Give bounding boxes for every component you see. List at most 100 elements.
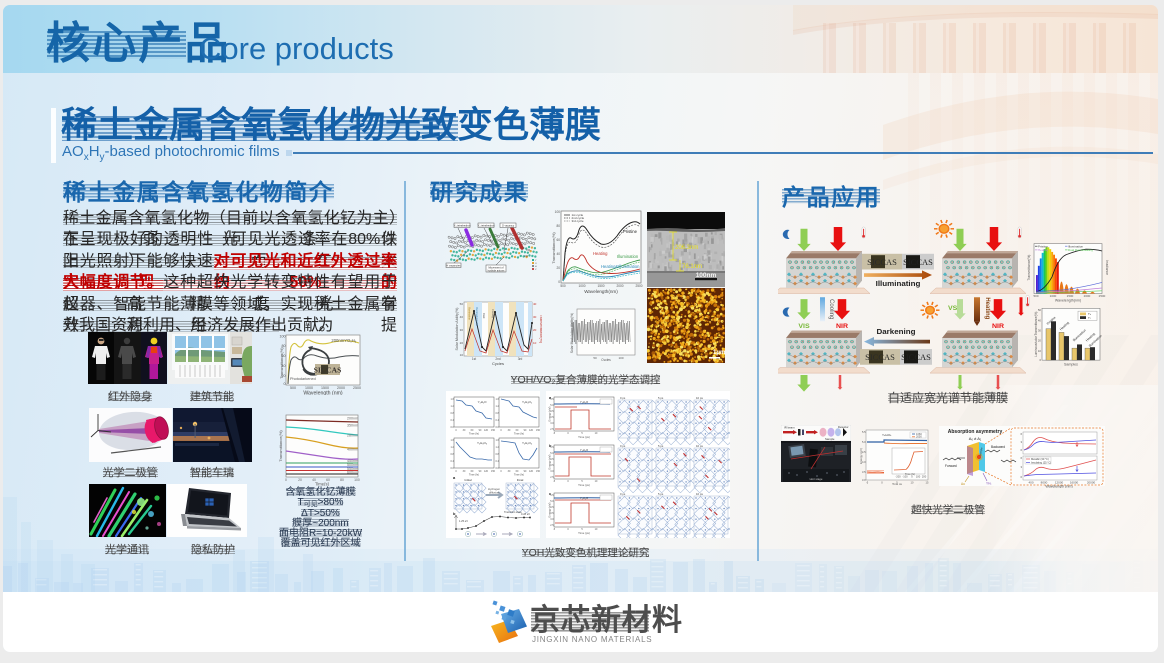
svg-text:20000: 20000 (1087, 480, 1096, 484)
svg-text:20: 20 (282, 374, 286, 378)
svg-text:Wavelength (nm): Wavelength (nm) (1045, 485, 1072, 489)
svg-text:2.5: 2.5 (550, 428, 554, 431)
svg-text:Transmittance(%): Transmittance(%) (279, 347, 284, 379)
svg-text:120: 120 (484, 470, 489, 473)
svg-text:350nm: 350nm (347, 423, 358, 427)
svg-text:10: 10 (595, 432, 598, 435)
svg-text:3.5: 3.5 (550, 512, 554, 515)
svg-text:0: 0 (558, 280, 560, 284)
svg-text:30: 30 (460, 328, 464, 332)
svg-text:Y₂H₅O: Y₂H₅O (580, 496, 589, 500)
svg-text:5: 5 (581, 432, 583, 435)
svg-text:500: 500 (290, 386, 296, 390)
svg-text:Y₃ tetrahedron: Y₃ tetrahedron (454, 223, 471, 227)
svg-text:1.2: 1.2 (450, 446, 454, 449)
svg-text:30: 30 (508, 429, 511, 432)
svg-text:Time (ps): Time (ps) (578, 483, 590, 487)
svg-text:Irradiance: Irradiance (1105, 260, 1109, 275)
svg-text:hydride anions: hydride anions (488, 268, 506, 272)
svg-text:10: 10 (911, 481, 914, 485)
svg-text:Time ps: Time ps (892, 482, 902, 485)
svg-text:1500: 1500 (597, 284, 604, 288)
svg-text:60: 60 (282, 354, 286, 358)
svg-text:VIS: VIS (798, 323, 810, 330)
svg-text:550nm: 550nm (347, 467, 358, 471)
svg-text:10 ps: 10 ps (696, 492, 703, 496)
svg-text:0.8: 0.8 (495, 453, 499, 456)
svg-text:Y₄ tetrahedron: Y₄ tetrahedron (478, 223, 495, 227)
svg-text:10: 10 (533, 341, 537, 345)
svg-text:Transmittance(%): Transmittance(%) (539, 315, 542, 343)
svg-text:-5: -5 (553, 480, 556, 483)
svg-text:0.28 eV: 0.28 eV (521, 512, 530, 516)
svg-text:2000: 2000 (1084, 294, 1091, 298)
svg-text:c: c (549, 491, 552, 496)
svg-text:1060: 1060 (916, 432, 922, 436)
svg-text:0.4: 0.4 (450, 419, 454, 422)
svg-text:Cycles: Cycles (492, 361, 504, 366)
svg-text:3.5: 3.5 (862, 470, 866, 474)
svg-text:a: a (549, 395, 552, 400)
svg-text:Time (fs): Time (fs) (469, 473, 479, 477)
svg-text:Time (ps): Time (ps) (578, 531, 590, 535)
svg-text:2050: 2050 (916, 435, 922, 439)
svg-text:diffusion: diffusion (489, 490, 500, 494)
svg-text:Wavelength (nm): Wavelength (nm) (303, 391, 343, 396)
svg-text:Samples: Samples (1064, 363, 1078, 367)
svg-text:H: H (535, 266, 537, 268)
svg-text:50: 50 (1038, 308, 1042, 312)
svg-text:Wavelength(nm): Wavelength(nm) (1055, 299, 1081, 303)
svg-text:500nm: 500nm (347, 463, 358, 467)
svg-text:20: 20 (533, 328, 537, 332)
svg-text:10 ps: 10 ps (696, 444, 703, 448)
svg-text:1000: 1000 (1050, 294, 1057, 298)
svg-text:0.4: 0.4 (450, 460, 454, 463)
svg-text:5.0: 5.0 (862, 440, 866, 444)
svg-text:Heating: Heating (593, 251, 608, 256)
svg-text:0.0: 0.0 (495, 467, 499, 470)
svg-text:40: 40 (460, 315, 464, 319)
svg-text:400nm: 400nm (347, 447, 358, 451)
svg-text:2000: 2000 (337, 386, 345, 390)
svg-text:H vacancies: H vacancies (446, 263, 461, 267)
svg-text:O: O (535, 263, 537, 265)
svg-text:3.0: 3.0 (550, 518, 554, 521)
svg-text:10: 10 (595, 480, 598, 483)
svg-text:Y: Y (535, 260, 537, 262)
svg-text:120: 120 (529, 429, 534, 432)
svg-text:sample: sample (978, 447, 983, 456)
svg-text:Illumination&VIS: Illumination&VIS (475, 307, 479, 326)
svg-text:0: 0 (1039, 358, 1041, 362)
svg-text:0.8: 0.8 (495, 412, 499, 415)
svg-text:Energy (eV): Energy (eV) (548, 454, 552, 469)
svg-text:Tₗ: Tₗ (1088, 316, 1091, 320)
svg-text:0: 0 (284, 382, 286, 386)
svg-text:450nm: 450nm (347, 459, 358, 463)
svg-text:120: 120 (484, 429, 489, 432)
svg-text:40: 40 (1038, 318, 1042, 322)
svg-text:O vacancy: O vacancy (502, 223, 515, 227)
svg-text:10: 10 (1038, 349, 1042, 353)
svg-text:b: b (549, 443, 552, 448)
svg-text:VO₋: VO₋ (526, 248, 532, 252)
svg-text:30: 30 (1038, 329, 1042, 333)
svg-text:1μm: 1μm (713, 350, 725, 356)
svg-text:Time (fs): Time (fs) (905, 472, 915, 476)
svg-text:400: 400 (1028, 480, 1033, 484)
svg-text:3rd: 3rd (518, 357, 523, 361)
svg-text:0: 0 (567, 528, 569, 531)
svg-text:206.3nm: 206.3nm (675, 245, 698, 251)
svg-text:150: 150 (491, 470, 496, 473)
svg-text:Transition state: Transition state (504, 510, 522, 514)
svg-text:Energy (eV): Energy (eV) (859, 448, 863, 464)
svg-text:1st: 1st (472, 357, 476, 361)
svg-text:1.25 eV: 1.25 eV (459, 519, 468, 523)
svg-text:VS: VS (948, 305, 958, 312)
svg-text:280nm: 280nm (347, 433, 358, 437)
svg-text:0: 0 (500, 470, 502, 473)
svg-text:1.6: 1.6 (495, 439, 499, 442)
svg-text:-100: -100 (902, 475, 908, 479)
svg-text:16000: 16000 (1070, 480, 1079, 484)
svg-text:Transmittance(%): Transmittance(%) (1027, 255, 1031, 281)
svg-text:90: 90 (479, 429, 482, 432)
